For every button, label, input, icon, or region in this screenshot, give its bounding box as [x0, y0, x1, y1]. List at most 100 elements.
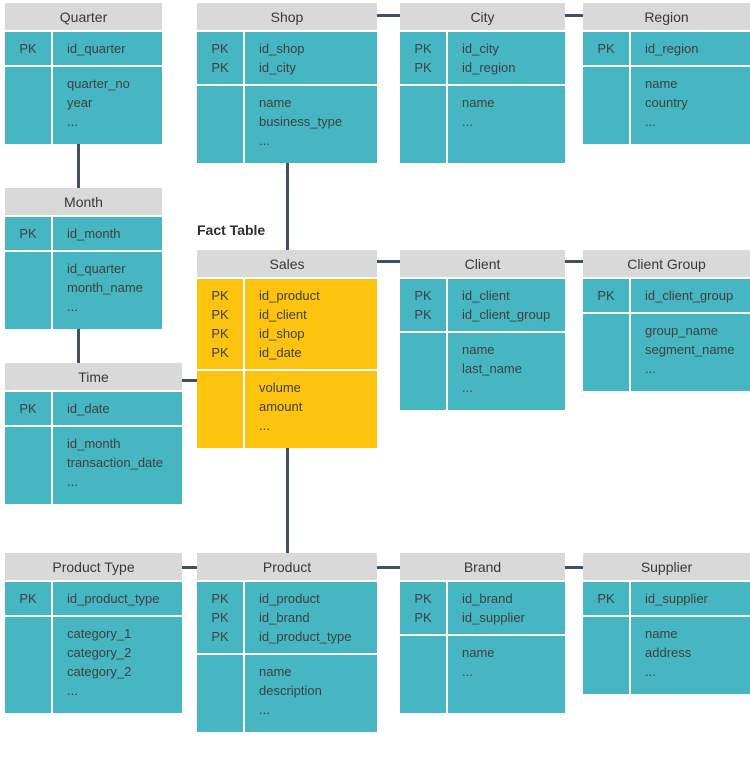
connector-quarter-month	[77, 140, 80, 195]
pk-badge: PK	[414, 591, 432, 606]
column-name: id_client_group	[645, 288, 734, 303]
column-name: volume	[259, 380, 301, 395]
table-title: Quarter	[5, 3, 162, 32]
pk-badge: PK	[19, 226, 37, 241]
connector-month-time	[77, 320, 80, 370]
fact-table-label: Fact Table	[197, 222, 266, 238]
connector-shop-sales	[286, 150, 289, 255]
column-name: category_2	[67, 664, 132, 679]
column-name: last_name	[462, 361, 522, 376]
column-name: id_product	[259, 591, 320, 606]
table-title: Product	[197, 553, 377, 582]
pk-badge: PK	[211, 345, 229, 360]
column-name: id_quarter	[67, 261, 126, 276]
column-name: country	[645, 95, 688, 110]
connector-sales-product	[286, 440, 289, 560]
pk-badge: PK	[211, 60, 229, 75]
pk-badge: PK	[414, 41, 432, 56]
column-name: ...	[645, 361, 656, 376]
column-name: transaction_date	[67, 455, 164, 470]
column-name: id_quarter	[67, 41, 126, 56]
connector-producttype-product	[176, 566, 202, 569]
column-name: id_supplier	[645, 591, 708, 606]
column-name: business_type	[259, 114, 343, 129]
fact-table-sales: Sales PK PK PK PK id_product id_client i…	[197, 250, 377, 448]
column-name: name	[259, 95, 292, 110]
pk-badge: PK	[211, 326, 229, 341]
column-name: id_month	[67, 226, 121, 241]
column-name: id_product_type	[259, 629, 352, 644]
connector-time-sales	[175, 379, 203, 382]
column-name: address	[645, 645, 692, 660]
column-name: name	[462, 95, 495, 110]
entity-table-quarter: Quarter PK id_quarter quarter_no year ..…	[5, 3, 162, 144]
connector-city-region	[558, 14, 590, 17]
column-name: id_brand	[462, 591, 513, 606]
column-name: category_2	[67, 645, 132, 660]
pk-badge: PK	[211, 41, 229, 56]
column-name: ...	[67, 474, 78, 489]
column-name: segment_name	[645, 342, 735, 357]
entity-table-client: Client PK PK id_client id_client_group n…	[400, 250, 565, 410]
connector-client-clientgroup	[558, 260, 590, 263]
column-name: quarter_no	[67, 76, 130, 91]
pk-badge: PK	[414, 60, 432, 75]
column-name: name	[645, 626, 678, 641]
column-name: id_brand	[259, 610, 310, 625]
column-name: id_month	[67, 436, 121, 451]
column-name: id_product_type	[67, 591, 160, 606]
column-name: id_date	[259, 345, 302, 360]
table-title: Client Group	[583, 250, 750, 279]
table-title: Shop	[197, 3, 377, 32]
pk-badge: PK	[19, 591, 37, 606]
entity-table-region: Region PK id_region name country ...	[583, 3, 750, 144]
pk-badge: PK	[414, 307, 432, 322]
column-name: id_product	[259, 288, 320, 303]
table-title: Product Type	[5, 553, 182, 582]
connector-shop-city	[370, 14, 406, 17]
entity-table-brand: Brand PK PK id_brand id_supplier name ..…	[400, 553, 565, 713]
pk-badge: PK	[414, 610, 432, 625]
entity-table-time: Time PK id_date id_month transaction_dat…	[5, 363, 182, 504]
entity-table-shop: Shop PK PK id_shop id_city name business…	[197, 3, 377, 163]
column-name: ...	[462, 664, 473, 679]
column-name: id_region	[462, 60, 516, 75]
table-title: Sales	[197, 250, 377, 279]
pk-badge: PK	[211, 591, 229, 606]
entity-table-client-group: Client Group PK id_client_group group_na…	[583, 250, 750, 391]
column-name: ...	[259, 133, 270, 148]
column-name: ...	[462, 114, 473, 129]
column-name: ...	[67, 683, 78, 698]
entity-table-product: Product PK PK PK id_product id_brand id_…	[197, 553, 377, 732]
column-name: id_client	[462, 288, 510, 303]
column-name: name	[645, 76, 678, 91]
column-name: id_city	[462, 41, 499, 56]
pk-badge: PK	[211, 610, 229, 625]
entity-table-supplier: Supplier PK id_supplier name address ...	[583, 553, 750, 694]
pk-badge: PK	[211, 629, 229, 644]
entity-table-city: City PK PK id_city id_region name ...	[400, 3, 565, 163]
table-title: Brand	[400, 553, 565, 582]
column-name: name	[259, 664, 292, 679]
pk-badge: PK	[211, 307, 229, 322]
column-name: year	[67, 95, 93, 110]
connector-brand-supplier	[558, 566, 590, 569]
column-name: id_supplier	[462, 610, 525, 625]
column-name: ...	[645, 114, 656, 129]
pk-badge: PK	[597, 591, 615, 606]
column-name: ...	[67, 114, 78, 129]
column-name: id_date	[67, 401, 110, 416]
column-name: description	[259, 683, 322, 698]
entity-table-product-type: Product Type PK id_product_type category…	[5, 553, 182, 713]
column-name: id_client	[259, 307, 307, 322]
table-title: City	[400, 3, 565, 32]
column-name: id_shop	[259, 41, 305, 56]
column-name: month_name	[67, 280, 143, 295]
column-name: ...	[259, 702, 270, 717]
pk-badge: PK	[211, 288, 229, 303]
pk-badge: PK	[597, 288, 615, 303]
pk-badge: PK	[597, 41, 615, 56]
connector-product-brand	[370, 566, 406, 569]
column-name: id_client_group	[462, 307, 551, 322]
